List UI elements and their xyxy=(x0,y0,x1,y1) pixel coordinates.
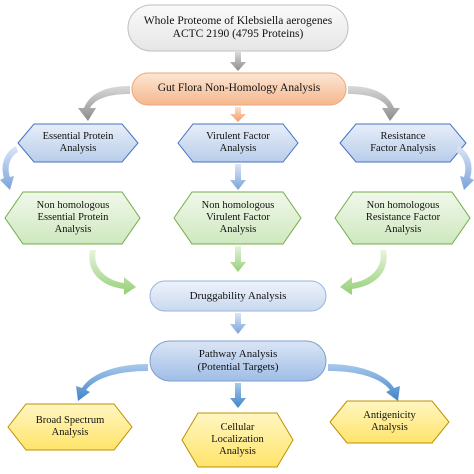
nh-essential-node xyxy=(4,191,141,245)
arrow-proteome-to-gutflora xyxy=(230,52,246,71)
whole-proteome-node xyxy=(127,4,349,52)
arrow-pathway-to-cellular xyxy=(230,383,246,408)
arrow-virulent-to-nh xyxy=(230,164,246,190)
arrow-gutflora-to-virulent xyxy=(230,107,246,122)
essential-protein-node xyxy=(17,123,139,163)
druggability-node xyxy=(149,280,327,312)
arrow-pathway-to-broad-spectrum xyxy=(76,364,148,401)
resistance-factor-node xyxy=(339,123,467,163)
arrow-resistance-to-nh xyxy=(456,146,474,190)
antigenicity-node xyxy=(329,400,450,444)
gut-flora-node xyxy=(131,72,347,106)
broad-spectrum-node xyxy=(7,403,133,451)
arrow-gutflora-to-essential xyxy=(78,86,130,121)
arrow-pathway-to-antigenicity xyxy=(328,364,400,401)
arrow-druggability-to-pathway xyxy=(230,313,246,334)
arrow-nh-virulent-to-druggability xyxy=(230,246,246,272)
arrow-nh-essential-to-druggability xyxy=(89,250,136,295)
arrow-gutflora-to-resistance xyxy=(348,86,400,121)
virulent-factor-node xyxy=(177,123,299,163)
pathway-node xyxy=(149,340,327,382)
nh-resistance-node xyxy=(334,191,471,245)
nh-virulent-node xyxy=(173,191,302,245)
cellular-localization-node xyxy=(181,412,294,468)
arrow-nh-resistance-to-druggability xyxy=(340,250,387,295)
arrow-essential-to-nh xyxy=(0,146,18,190)
